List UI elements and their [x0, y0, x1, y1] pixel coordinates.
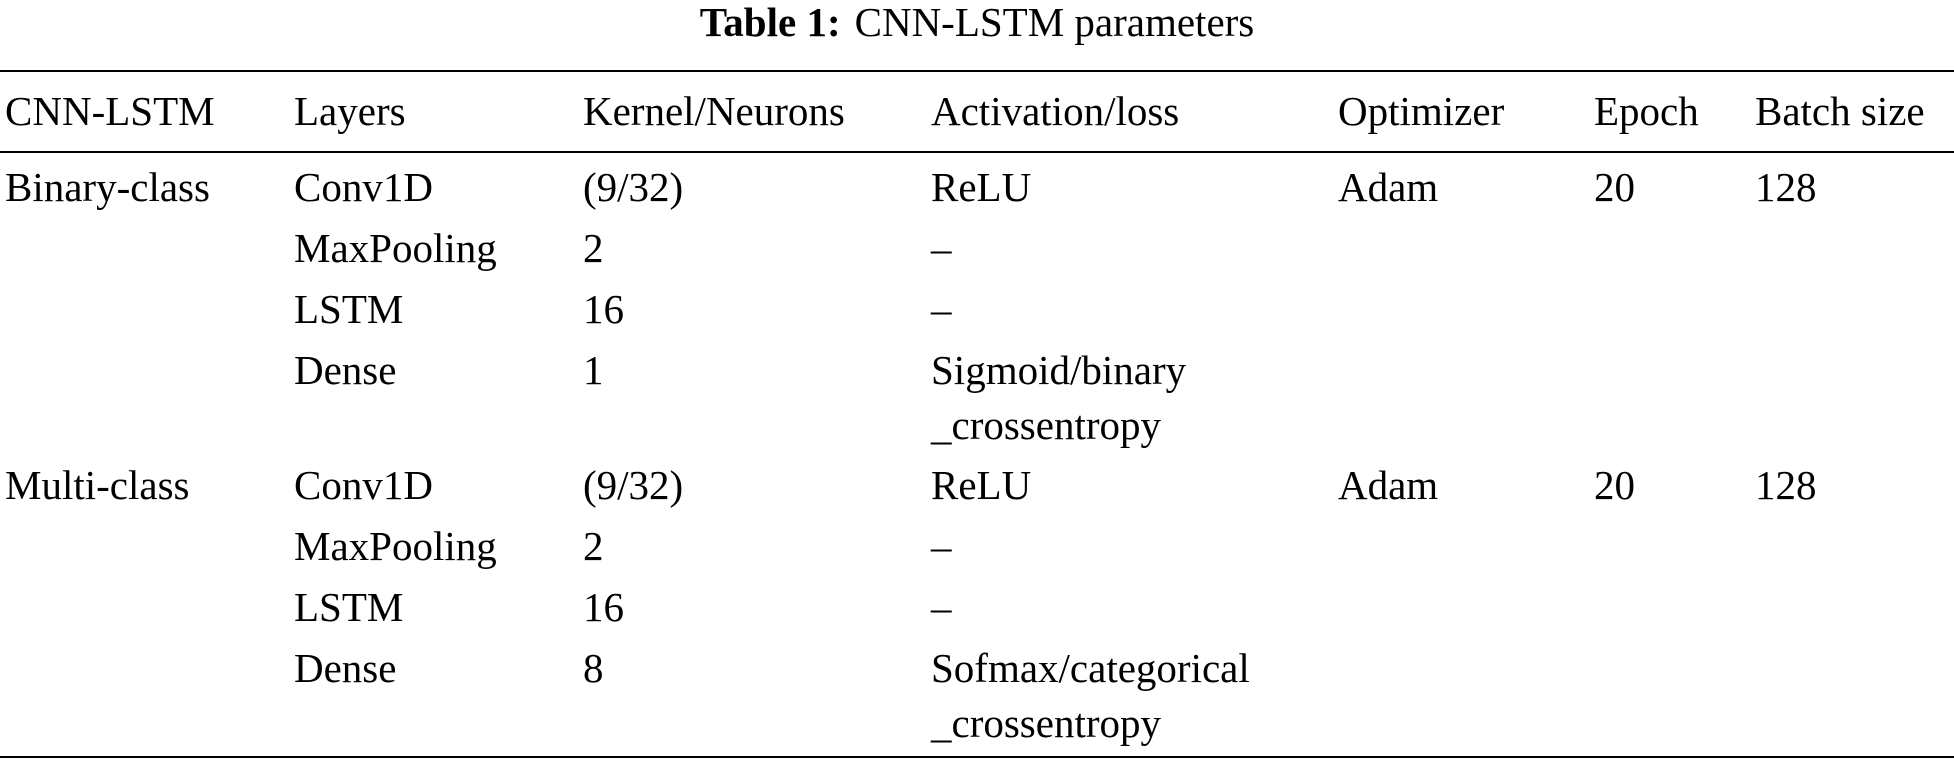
cell-layer: LSTM: [294, 286, 404, 332]
cell-layer: Dense: [294, 347, 397, 393]
cell-activation: ReLU: [931, 164, 1032, 210]
cell-activation: –: [931, 225, 952, 271]
cell-activation: –: [931, 286, 952, 332]
cell-epoch: 20: [1594, 164, 1635, 210]
table-top-rule: [0, 70, 1954, 72]
cell-kernel: (9/32): [583, 164, 684, 210]
cell-kernel: 16: [583, 584, 624, 630]
cell-activation: –: [931, 523, 952, 569]
cell-optimizer: Adam: [1338, 164, 1439, 210]
cell-epoch: 20: [1594, 462, 1635, 508]
cell-activation-continued: _crossentropy: [931, 700, 1162, 746]
cell-layer: Conv1D: [294, 164, 433, 210]
header-optimizer: Optimizer: [1338, 88, 1505, 134]
table-bottom-rule: [0, 756, 1954, 758]
cell-kernel: 2: [583, 225, 604, 271]
cell-layer: Dense: [294, 645, 397, 691]
cell-layer: MaxPooling: [294, 523, 497, 569]
header-batch-size: Batch size: [1755, 88, 1925, 134]
cell-optimizer: Adam: [1338, 462, 1439, 508]
header-activation-loss: Activation/loss: [931, 88, 1180, 134]
cell-batch-size: 128: [1755, 462, 1817, 508]
cell-model: Binary-class: [5, 164, 210, 210]
cell-model: Multi-class: [5, 462, 190, 508]
cell-activation: ReLU: [931, 462, 1032, 508]
cell-layer: MaxPooling: [294, 225, 497, 271]
cell-activation: Sigmoid/binary: [931, 347, 1187, 393]
caption-text: CNN-LSTM parameters: [854, 0, 1255, 45]
header-model: CNN-LSTM: [5, 88, 215, 134]
cell-activation-continued: _crossentropy: [931, 402, 1162, 448]
cell-kernel: 8: [583, 645, 604, 691]
cell-kernel: 1: [583, 347, 604, 393]
header-layers: Layers: [294, 88, 406, 134]
table-caption: Table 1: CNN-LSTM parameters: [0, 0, 1954, 44]
caption-label: Table 1:: [699, 0, 841, 45]
cell-kernel: 2: [583, 523, 604, 569]
cell-layer: Conv1D: [294, 462, 433, 508]
cell-kernel: 16: [583, 286, 624, 332]
header-epoch: Epoch: [1594, 88, 1699, 134]
header-kernel-neurons: Kernel/Neurons: [583, 88, 845, 134]
table-header-rule: [0, 151, 1954, 153]
cell-activation: –: [931, 584, 952, 630]
cell-layer: LSTM: [294, 584, 404, 630]
cell-activation: Sofmax/categorical: [931, 645, 1250, 691]
cell-batch-size: 128: [1755, 164, 1817, 210]
cell-kernel: (9/32): [583, 462, 684, 508]
